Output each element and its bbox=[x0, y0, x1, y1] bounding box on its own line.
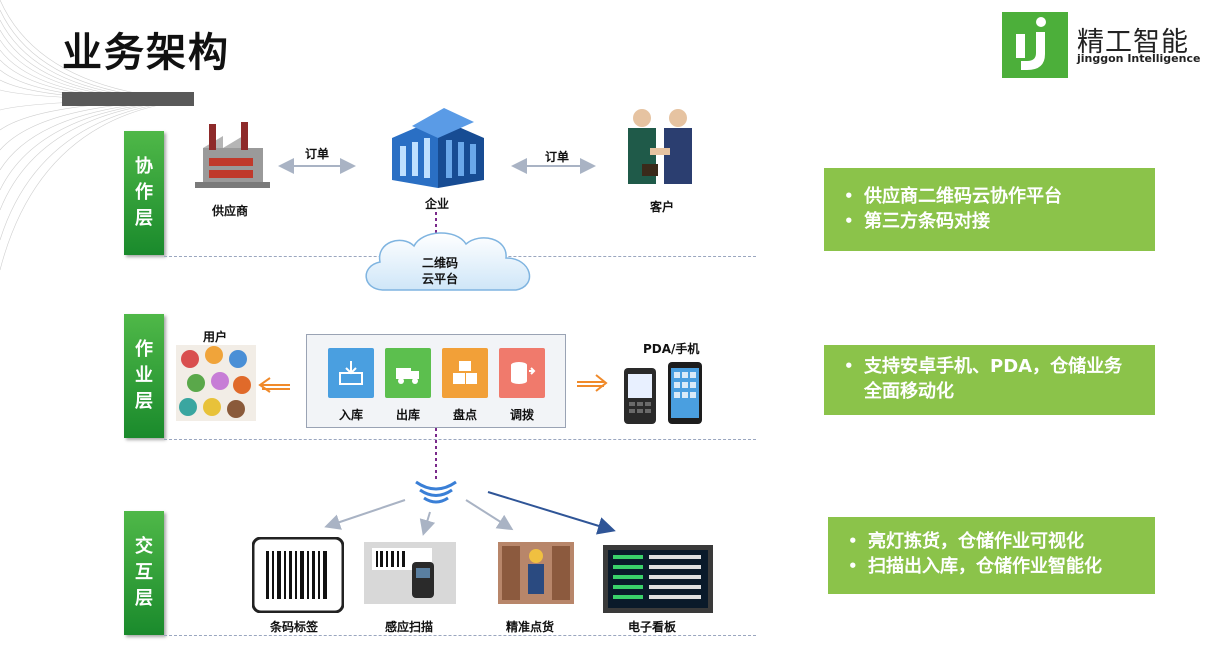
note-collab: 供应商二维码云协作平台 第三方条码对接 bbox=[824, 168, 1155, 251]
order-label-left: 订单 bbox=[305, 147, 330, 161]
interact-label-picking: 精准点货 bbox=[506, 620, 555, 634]
tile-label-transfer: 调拨 bbox=[509, 408, 534, 422]
layer-char: 业 bbox=[135, 365, 153, 386]
note-item: 亮灯拣货，仓储作业可视化 bbox=[844, 529, 1139, 554]
scanner-icon bbox=[364, 542, 456, 604]
tile-inbound[interactable] bbox=[328, 348, 374, 398]
cloud-label-line2: 云平台 bbox=[422, 272, 459, 286]
logo-name: 精工智能 bbox=[1077, 27, 1189, 58]
enterprise-building-icon bbox=[392, 108, 484, 188]
layer-tab-collab: 协 作 层 bbox=[124, 131, 164, 255]
layer-divider bbox=[164, 439, 756, 440]
layer-tab-interact: 交 互 层 bbox=[124, 511, 164, 635]
note-interact: 亮灯拣货，仓储作业可视化 扫描出入库，仓储作业智能化 bbox=[828, 517, 1155, 594]
interact-label-barcode: 条码标签 bbox=[270, 620, 319, 634]
inbox-icon bbox=[339, 361, 363, 385]
layer-char: 作 bbox=[135, 339, 153, 360]
layer-char: 层 bbox=[135, 588, 153, 609]
layer-divider bbox=[164, 635, 756, 636]
logo-mark bbox=[1002, 12, 1068, 78]
truck-icon bbox=[396, 368, 419, 384]
enterprise-label: 企业 bbox=[425, 197, 450, 211]
layer-char: 协 bbox=[135, 156, 153, 177]
layer-char: 层 bbox=[135, 391, 153, 412]
tile-outbound[interactable] bbox=[385, 348, 431, 398]
user-label: 用户 bbox=[203, 330, 228, 344]
note-item: 扫描出入库，仓储作业智能化 bbox=[844, 554, 1139, 579]
electronic-board-icon bbox=[603, 545, 713, 613]
title-underline-bar bbox=[62, 92, 194, 106]
tile-label-outbound: 出库 bbox=[395, 408, 420, 422]
handshake-people-icon bbox=[628, 109, 692, 184]
layer-char: 作 bbox=[135, 182, 153, 203]
logo-ij-icon bbox=[1016, 17, 1046, 70]
layer-char: 互 bbox=[135, 562, 153, 583]
order-label-right: 订单 bbox=[545, 150, 570, 164]
boxes-icon bbox=[453, 361, 477, 384]
factory-icon bbox=[195, 122, 270, 188]
interact-label-board: 电子看板 bbox=[628, 620, 677, 634]
tile-transfer[interactable] bbox=[499, 348, 545, 398]
interact-label-scan: 感应扫描 bbox=[385, 620, 434, 634]
pda-phone-icon bbox=[624, 362, 702, 424]
note-work: 支持安卓手机、PDA，仓储业务全面移动化 bbox=[824, 345, 1155, 415]
layer-char: 层 bbox=[135, 208, 153, 229]
layer-char: 交 bbox=[135, 536, 153, 557]
user-crowd-icon bbox=[176, 345, 256, 421]
tile-label-inventory: 盘点 bbox=[452, 408, 477, 422]
note-item: 第三方条码对接 bbox=[840, 209, 1139, 234]
cloud-label-line1: 二维码 bbox=[422, 256, 459, 270]
note-item: 供应商二维码云协作平台 bbox=[840, 184, 1139, 209]
cloud-icon bbox=[365, 232, 531, 291]
tile-label-inbound: 入库 bbox=[338, 408, 363, 422]
note-item: 支持安卓手机、PDA，仓储业务全面移动化 bbox=[840, 354, 1139, 404]
worker-picking-icon bbox=[498, 542, 574, 604]
supplier-label: 供应商 bbox=[212, 204, 249, 218]
wireless-signal-icon bbox=[415, 480, 457, 504]
database-transfer-icon bbox=[511, 362, 536, 384]
logo-subtitle: jinggon Intelligence bbox=[1077, 52, 1201, 65]
pda-label: PDA/手机 bbox=[643, 342, 700, 356]
tile-inventory[interactable] bbox=[442, 348, 488, 398]
layer-tab-work: 作 业 层 bbox=[124, 314, 164, 438]
page-title: 业务架构 bbox=[62, 29, 230, 76]
barcode-label-icon bbox=[252, 537, 344, 613]
customer-label: 客户 bbox=[650, 200, 675, 214]
